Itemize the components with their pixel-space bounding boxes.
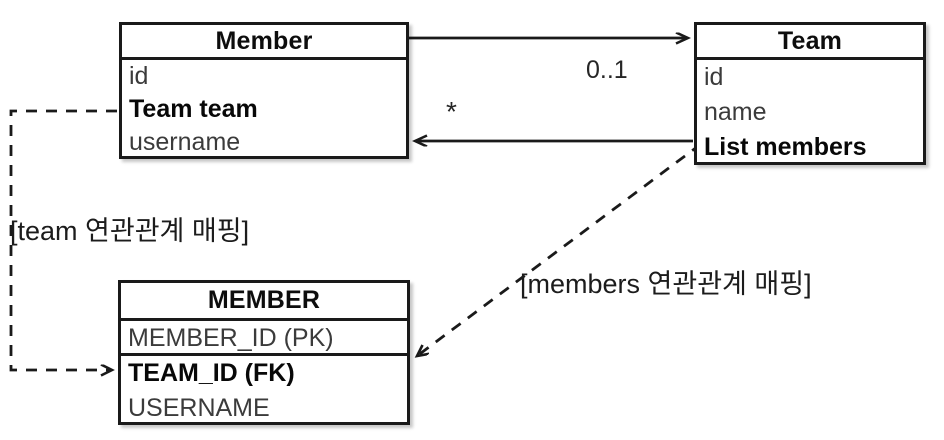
team-class-attr-id: id — [704, 63, 724, 91]
multiplicity-label-many: * — [446, 96, 457, 127]
team-class-box[interactable]: Team id name List members — [694, 22, 926, 165]
member-table-box[interactable]: MEMBER MEMBER_ID (PK) TEAM_ID (FK) USERN… — [118, 280, 410, 425]
team-class-attr-name: name — [704, 98, 767, 126]
member-table-col-member-id: MEMBER_ID (PK) — [121, 321, 407, 356]
member-table-columns: MEMBER_ID (PK) TEAM_ID (FK) USERNAME — [121, 321, 407, 426]
annotation-members-mapping: [members 연관관계 매핑] — [520, 269, 812, 299]
multiplicity-label-zero-or-one: 0..1 — [586, 56, 628, 84]
member-class-attr-id: id — [129, 62, 149, 90]
annotation-team-mapping: [team 연관관계 매핑] — [10, 216, 250, 246]
team-class-attr-members: List members — [704, 133, 867, 161]
team-class-attributes: id name List members — [697, 60, 923, 165]
member-class-attr-team: Team team — [129, 95, 258, 123]
member-class-box[interactable]: Member id Team team username — [119, 22, 409, 159]
mapping-members-to-member-table — [417, 142, 702, 356]
member-table-title: MEMBER — [121, 283, 407, 321]
team-class-title: Team — [697, 25, 923, 60]
member-class-title: Member — [122, 25, 406, 60]
member-class-attributes: id Team team username — [122, 60, 406, 159]
member-table-col-username: USERNAME — [128, 394, 270, 422]
member-class-attr-username: username — [129, 128, 241, 156]
member-table-col-team-id: TEAM_ID (FK) — [128, 359, 295, 387]
